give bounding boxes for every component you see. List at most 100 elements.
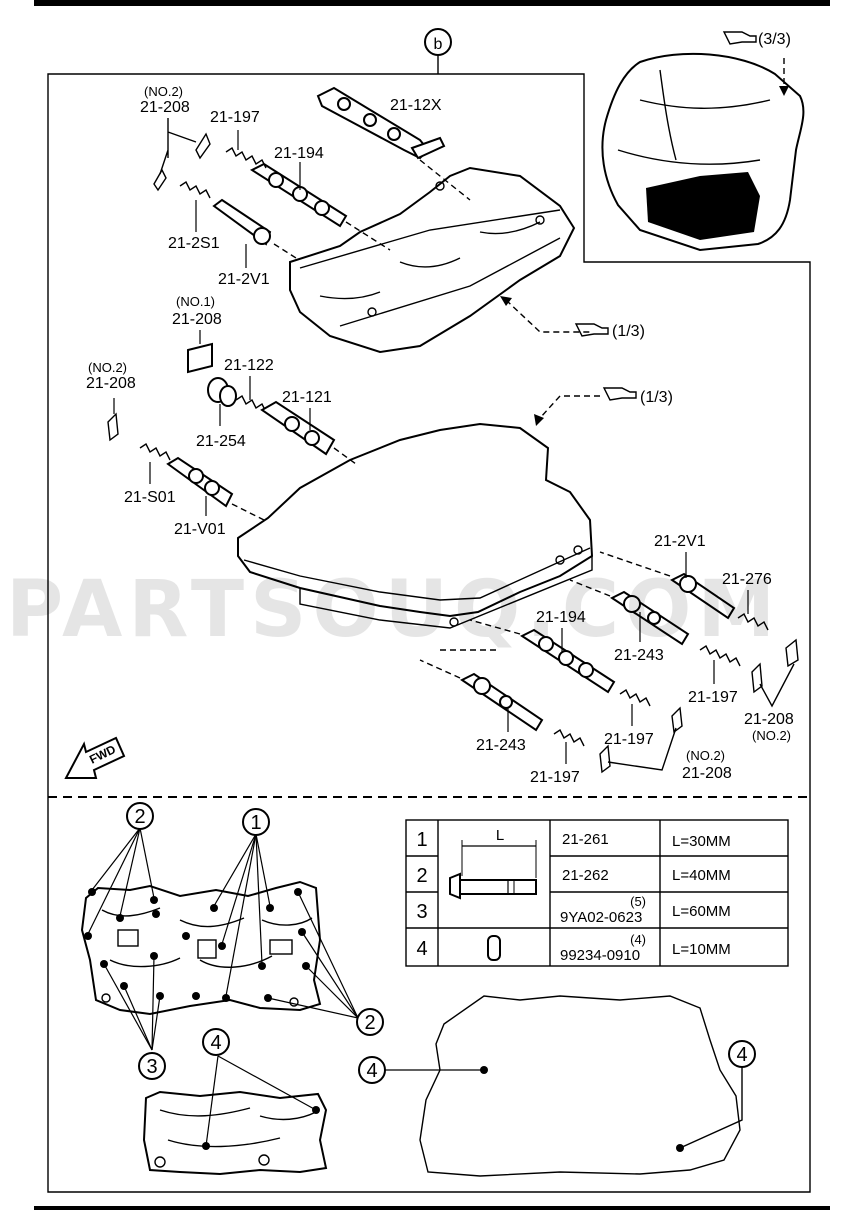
- row-3-note: (5): [630, 894, 646, 909]
- label-21-197-c: 21-197: [604, 731, 654, 748]
- pin-icon: [487, 935, 501, 961]
- detail-marker-letter: b: [434, 36, 443, 53]
- svg-text:1: 1: [250, 812, 261, 834]
- label-21-194-lower: 21-194: [536, 609, 586, 626]
- callout-leaders: [87, 827, 359, 1051]
- spring-21-2s1: [179, 180, 211, 199]
- label-21-s01: 21-S01: [124, 489, 176, 506]
- label-21-v01: 21-V01: [174, 521, 226, 538]
- spring-21-122: [235, 394, 267, 413]
- label-no2-low: (NO.2): [686, 748, 725, 763]
- valve-21-121: [260, 400, 357, 465]
- label-21-2v1-lower: 21-2V1: [654, 533, 706, 550]
- valve-21-243-lower: [419, 649, 544, 732]
- label-21-121: 21-121: [282, 389, 332, 406]
- label-21-2s1: 21-2S1: [168, 235, 220, 252]
- clip-21-208-upper: [153, 118, 211, 192]
- valve-21-2v1-lower: [599, 551, 736, 620]
- label-21-243-b: 21-243: [476, 737, 526, 754]
- row-1-length: L=30MM: [672, 833, 731, 850]
- callout-4-plate-left: 4: [358, 1056, 386, 1084]
- label-21-208-a: 21-208: [140, 99, 190, 116]
- row-3-length: L=60MM: [672, 903, 731, 920]
- bottom-rule: [34, 1206, 830, 1210]
- detail-marker: b: [424, 28, 452, 74]
- valve-body-bolt-view: [80, 880, 322, 1016]
- row-4-index: 4: [416, 938, 427, 960]
- valve-21-2v1-upper: [212, 198, 297, 259]
- callout-4-left: 4: [202, 1028, 230, 1056]
- pointing-hand-icon: [574, 323, 609, 337]
- svg-text:4: 4: [210, 1032, 221, 1054]
- clip-21-208-mid: [107, 398, 119, 442]
- row-1-index: 1: [416, 829, 427, 851]
- valve-21-194-lower: [469, 619, 616, 694]
- callout-4-plate-right: 4: [728, 1040, 756, 1068]
- separator-plate-outline: [384, 995, 743, 1177]
- row-3-index: 3: [416, 901, 427, 923]
- pointing-hand-icon: [722, 31, 757, 45]
- label-21-276: 21-276: [722, 571, 772, 588]
- label-plate-21-208: 21-208: [172, 311, 222, 328]
- row-4-length: L=10MM: [672, 941, 731, 958]
- row-2-index: 2: [416, 865, 427, 887]
- label-21-254: 21-254: [196, 433, 246, 450]
- svg-text:4: 4: [736, 1044, 747, 1066]
- transmission-thumbnail: [601, 52, 805, 252]
- label-21-208-low: 21-208: [682, 765, 732, 782]
- clip-21-208-right: [751, 638, 799, 708]
- pointing-hand-icon: [602, 387, 637, 401]
- row-1-part: 21-261: [562, 831, 609, 848]
- svg-text:2: 2: [134, 806, 145, 828]
- label-21-208-b: 21-208: [86, 375, 136, 392]
- row-2-part: 21-262: [562, 867, 609, 884]
- callout-2-right: 2: [356, 1008, 384, 1036]
- label-no2-right: (NO.2): [752, 728, 791, 743]
- plate-21-208: [187, 342, 213, 374]
- label-21-208-right: 21-208: [744, 711, 794, 728]
- valve-21-v01: [166, 456, 265, 521]
- fwd-arrow-icon: FWD: [64, 736, 126, 779]
- spring-21-s01: [139, 442, 171, 461]
- bolt-icon: L: [449, 827, 537, 900]
- spring-21-197-mid: [619, 688, 651, 707]
- label-21-243-a: 21-243: [614, 647, 664, 664]
- label-no2-b: (NO.2): [88, 360, 127, 375]
- spring-21-197-low: [553, 728, 585, 747]
- clip-21-208-low: [599, 706, 683, 774]
- valve-21-12x: [316, 86, 471, 201]
- top-rule: [34, 0, 830, 6]
- svg-text:4: 4: [366, 1060, 377, 1082]
- label-no1: (NO.1): [176, 294, 215, 309]
- upper-valve-body: [289, 166, 576, 354]
- valve-21-243-upper: [569, 579, 690, 646]
- row-2-length: L=40MM: [672, 867, 731, 884]
- row-3-part: 9YA02-0623: [560, 909, 642, 926]
- bolt-table: L 1 21-261 L=30MM 2 21-262 L=40MM 3 (5) …: [405, 819, 789, 967]
- lower-valve-body: [237, 422, 594, 629]
- watermark: PARTSOUQ.COM: [6, 565, 781, 655]
- valve-21-194-upper: [249, 162, 391, 251]
- ref-1-3-b: (1/3): [640, 389, 673, 406]
- row-4-note: (4): [630, 932, 646, 947]
- label-21-12x: 21-12X: [390, 97, 442, 114]
- label-no2-a: (NO.2): [144, 84, 183, 99]
- plug-21-254: [207, 377, 237, 407]
- ref-3-3: (3/3): [758, 31, 791, 48]
- dimension-label: L: [496, 827, 504, 844]
- label-21-2v1-upper: 21-2V1: [218, 271, 270, 288]
- spring-21-197-right: [699, 644, 741, 667]
- label-21-197-a: 21-197: [688, 689, 738, 706]
- label-21-197-b: 21-197: [530, 769, 580, 786]
- spring-21-197-upper: [225, 146, 267, 169]
- label-21-122: 21-122: [224, 357, 274, 374]
- row-4-part: 99234-0910: [560, 947, 640, 964]
- valve-body-pin-view: [142, 1055, 328, 1176]
- callout-2-top: 2: [126, 802, 154, 830]
- svg-text:3: 3: [146, 1056, 157, 1078]
- callout-1: 1: [242, 808, 270, 836]
- spring-21-276: [737, 612, 769, 631]
- label-21-197-upper: 21-197: [210, 109, 260, 126]
- ref-1-3-a: (1/3): [612, 323, 645, 340]
